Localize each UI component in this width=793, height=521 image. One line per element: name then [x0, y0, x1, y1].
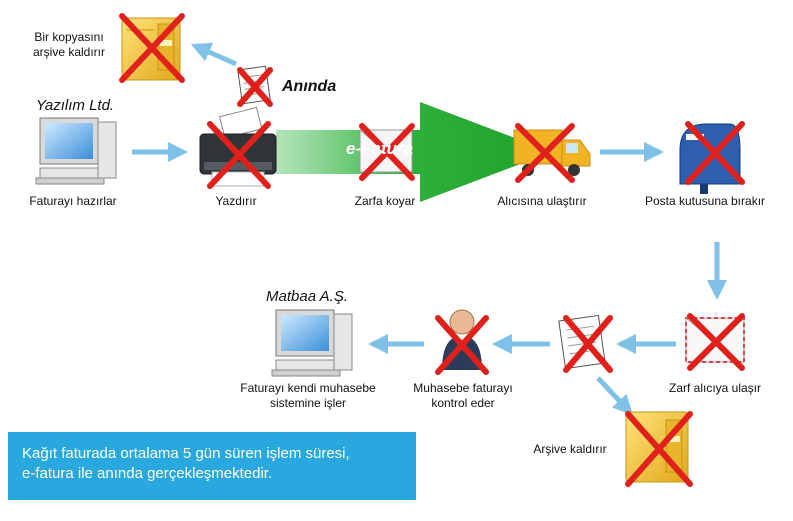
cross-envelope-received: [687, 313, 745, 371]
label-step-print: Yazdırır: [215, 194, 257, 208]
info-box-text: Kağıt faturada ortalama 5 gün süren işle…: [22, 445, 350, 482]
label-step-accounting-check: Muhasebe faturayı kontrol eder: [413, 381, 513, 410]
cross-truck: [515, 123, 575, 183]
cross-printer: [207, 121, 271, 189]
cross-invoice-bottom: [563, 315, 613, 373]
label-archive-bottom: Arşive kaldırır: [533, 442, 607, 456]
info-box: Kağıt faturada ortalama 5 gün süren işle…: [8, 432, 416, 500]
arrow-invoice-to-archive-bottom: [596, 376, 633, 416]
label-step-envelope: Zarfa koyar: [354, 194, 416, 208]
label-step-prepare: Faturayı hazırlar: [29, 194, 117, 208]
computer-receiver-icon: [271, 309, 353, 377]
cross-envelope: [359, 123, 415, 181]
cross-archive-bottom: [625, 411, 693, 487]
label-receiver-company: Matbaa A.Ş.: [266, 288, 348, 305]
invoice-document-bottom-icon: [558, 314, 606, 370]
flow-arrows: [132, 42, 727, 416]
label-step-mailbox: Posta kutusuna bırakır: [644, 194, 766, 208]
computer-sender-icon: [35, 117, 117, 185]
label-sender-company: Yazılım Ltd.: [36, 97, 115, 114]
label-efatura: e-Fatura: [346, 139, 414, 158]
printer-icon: [199, 106, 277, 187]
label-step-delivery: Alıcısına ulaştırır: [497, 194, 587, 208]
cross-mailbox: [685, 121, 745, 185]
efatura-arrow: [276, 102, 552, 202]
cross-accountant: [435, 315, 489, 375]
cross-archive-top: [119, 13, 185, 83]
arrow-to-archive-top: [190, 42, 238, 67]
label-archive-top: Bir kopyasını arşive kaldırır: [32, 30, 106, 59]
label-step-process: Faturayı kendi muhasebe sistemine işler: [240, 381, 376, 410]
label-step-reach: Zarf alıcıya ulaşır: [668, 381, 762, 395]
label-aninda: Anında: [282, 78, 337, 95]
cross-invoice-top: [237, 67, 273, 107]
red-cross-marks: [119, 13, 745, 487]
